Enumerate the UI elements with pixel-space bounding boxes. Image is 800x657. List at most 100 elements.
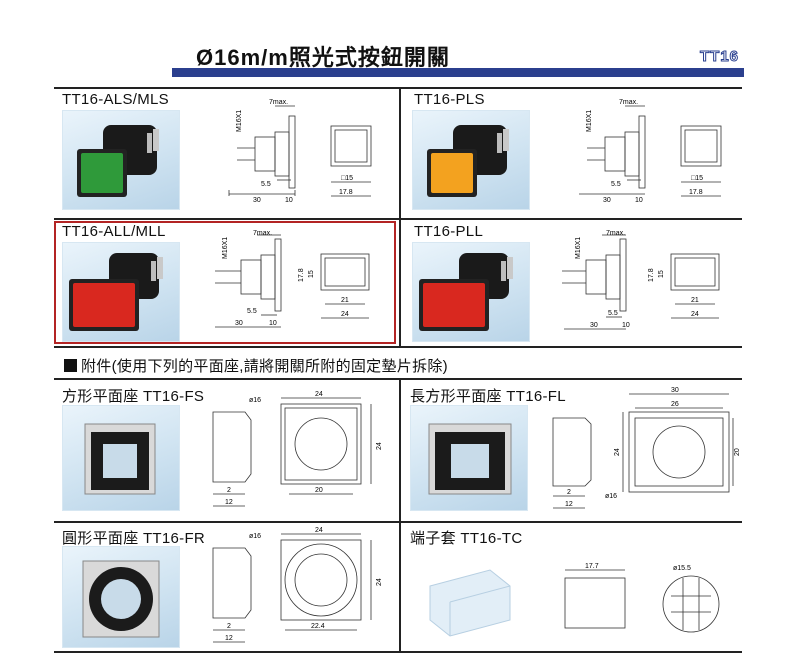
dim-label: 2 (227, 623, 231, 630)
product-photo (62, 242, 180, 342)
dim-label: 30 (590, 322, 598, 329)
accessory-label: 圓形平面座 TT16-FR (62, 530, 206, 547)
thread-label: M16X1 (222, 237, 229, 259)
page-title: Ø16m/m照光式按鈕開關 (196, 45, 450, 70)
square-bezel-illustration (84, 423, 156, 495)
side-view-drawing: M16X1 7max. 5.5 30 10 (228, 99, 296, 204)
max-label: 7max. (253, 230, 272, 237)
accessories-heading-text: 附件(使用下列的平面座,請將開關所附的固定墊片拆除) (81, 358, 448, 375)
title-underline (172, 68, 744, 77)
grid-line-top (54, 87, 742, 89)
product-photo (412, 110, 530, 210)
max-label: 7max. (606, 230, 625, 237)
dim-label: 17.7 (585, 563, 599, 570)
grid-line-bottom (54, 651, 742, 653)
brand-logo: TT16 (699, 48, 740, 66)
side-view-drawing: M16X1 7max. 5.5 30 10 (579, 99, 646, 204)
dim-label: 15 (658, 270, 665, 278)
thread-label: M16X1 (236, 110, 243, 132)
thread-label: M16X1 (575, 237, 582, 259)
dim-label: 12 (225, 499, 233, 506)
accessory-photo (62, 405, 180, 511)
product-model-label: TT16-ALL/MLL (62, 223, 166, 240)
dim-label: 24 (315, 527, 323, 534)
grid-line-accessory-top (54, 378, 742, 380)
dim-label: 5.5 (261, 181, 271, 188)
dim-label: 17.8 (339, 189, 353, 196)
dim-label: 15 (308, 270, 315, 278)
dim-label: 17.8 (648, 268, 655, 282)
dim-label: 10 (622, 322, 630, 329)
dim-label: 22.4 (311, 623, 325, 630)
product-photo (62, 110, 180, 210)
round-bezel-illustration (82, 560, 160, 638)
dim-label: 12 (565, 501, 573, 508)
dim-label: 24 (691, 311, 699, 318)
bezel-drawing: ø16 24 24 20 2 12 (212, 391, 383, 507)
dim-label: 10 (269, 320, 277, 327)
dim-label: 2 (227, 487, 231, 494)
dia-label: ø16 (249, 533, 261, 540)
dim-label: 24 (376, 578, 383, 586)
dim-label: 21 (341, 297, 349, 304)
rect-bezel-illustration (428, 423, 512, 495)
side-view-drawing: M16X1 7max. 5.5 30 10 (215, 230, 282, 328)
dim-label: 30 (253, 197, 261, 204)
accessory-photo (410, 546, 526, 646)
dia-label: ø15.5 (673, 565, 691, 572)
pushbutton-illustration (419, 253, 513, 331)
dim-label: 10 (635, 197, 643, 204)
front-view-drawing: 17.8 15 21 24 (648, 253, 720, 319)
dim-label: □15 (341, 175, 353, 182)
dim-label: 24 (315, 391, 323, 398)
dim-label: 2 (567, 489, 571, 496)
accessory-label: 方形平面座 TT16-FS (62, 388, 205, 405)
pushbutton-illustration (427, 125, 509, 197)
dim-label: 5.5 (611, 181, 621, 188)
front-view-drawing: □15 17.8 (330, 125, 372, 197)
dim-label: 10 (285, 197, 293, 204)
accessory-label: 端子套 TT16-TC (410, 530, 523, 547)
dim-label: 30 (671, 387, 679, 394)
grid-line-mid (54, 218, 742, 220)
dim-label: 30 (603, 197, 611, 204)
front-view-drawing: 17.8 15 21 24 (298, 253, 370, 319)
grid-divider-accessories (399, 378, 401, 651)
max-label: 7max. (269, 99, 288, 106)
dim-label: 5.5 (608, 310, 618, 317)
dim-label: 17.8 (689, 189, 703, 196)
pushbutton-illustration (69, 253, 163, 331)
product-model-label: TT16-PLL (414, 223, 484, 240)
dim-label: 30 (235, 320, 243, 327)
bezel-drawing: ø16 24 24 22.4 2 12 (212, 527, 383, 643)
dim-label: 26 (671, 401, 679, 408)
dim-label: 12 (225, 635, 233, 642)
dim-label: 21 (691, 297, 699, 304)
dim-label: 20 (734, 448, 740, 456)
accessory-label: 長方形平面座 TT16-FL (410, 388, 566, 405)
grid-line-accessory-mid (54, 521, 742, 523)
accessories-heading: 附件(使用下列的平面座,請將開關所附的固定墊片拆除) (64, 355, 448, 376)
max-label: 7max. (619, 99, 638, 106)
accessory-photo (62, 546, 180, 648)
product-photo (412, 242, 530, 342)
dim-label: 24 (376, 442, 383, 450)
bezel-drawing: 30 26 24 20 ø16 2 12 (552, 387, 740, 509)
square-bullet-icon (64, 359, 77, 372)
dim-label: 24 (614, 448, 621, 456)
product-model-label: TT16-ALS/MLS (62, 91, 169, 108)
selected-product-highlight (54, 221, 396, 344)
dim-label: 17.8 (298, 268, 305, 282)
front-view-drawing: □15 17.8 (680, 125, 722, 197)
dim-label: 24 (341, 311, 349, 318)
terminal-cover-illustration (429, 569, 511, 637)
thread-label: M16X1 (586, 110, 593, 132)
terminal-cover-drawing: 17.7 ø15.5 (564, 563, 720, 633)
product-model-label: TT16-PLS (414, 91, 485, 108)
dim-label: 5.5 (247, 308, 257, 315)
lens-color (81, 153, 123, 193)
accessory-photo (410, 405, 528, 511)
dia-label: ø16 (605, 493, 617, 500)
grid-divider-products (399, 87, 401, 346)
side-view-drawing: M16X1 7max. 5.5 30 10 (562, 230, 630, 330)
